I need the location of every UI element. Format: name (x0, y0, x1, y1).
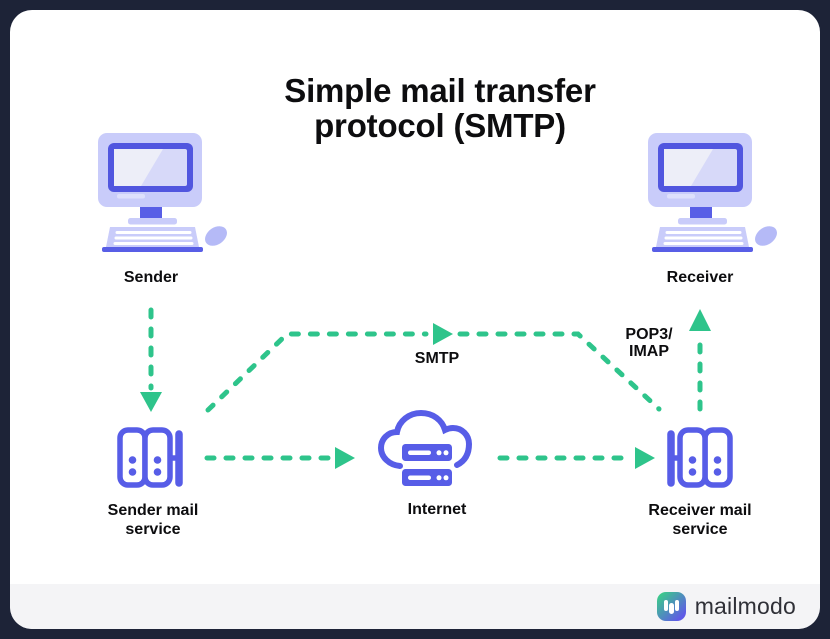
footer-bar: mailmodo (10, 584, 820, 629)
diagram-title: Simple mail transfer protocol (SMTP) (284, 72, 596, 144)
receiver-mail-service-label: Receiver mail service (648, 502, 752, 538)
sender-node (95, 130, 230, 260)
internet-node (377, 409, 473, 497)
internet-cloud-icon (377, 409, 473, 486)
sender-label: Sender (123, 269, 179, 286)
diagram-stage: Simple mail transfer protocol (SMTP) Sen… (10, 10, 820, 629)
arrowhead-right-icon (335, 447, 355, 469)
server-dots (128, 456, 162, 476)
monitor-neck (690, 207, 712, 218)
screen-shine (664, 149, 713, 186)
arrowhead-right-icon (433, 323, 453, 345)
smtp-edge-label: SMTP (414, 350, 460, 367)
cloud-servers (402, 444, 452, 486)
monitor-stand (128, 218, 177, 225)
mouse (755, 226, 777, 246)
diagram-card: Simple mail transfer protocol (SMTP) Sen… (10, 10, 820, 629)
sender-mail-service-node (114, 422, 186, 493)
receiver-mail-service-node (664, 422, 736, 493)
receiver-node (645, 130, 780, 260)
keyboard-base (652, 247, 753, 252)
receiver-label: Receiver (666, 269, 734, 286)
monitor-neck (140, 207, 162, 218)
cloud-outline (377, 409, 473, 469)
mailmodo-logo-icon (656, 592, 686, 621)
mail-server-icon (117, 427, 183, 488)
keyboard-base (102, 247, 203, 252)
arrow-smtp-up (205, 331, 429, 413)
screen-shine (114, 149, 163, 186)
monitor-highlight (117, 194, 145, 199)
mouse (205, 226, 227, 246)
arrowhead-down-icon (140, 392, 162, 412)
server-dots (688, 456, 722, 476)
desktop-computer-icon (98, 133, 227, 252)
sender-mail-service-label: Sender mail service (107, 502, 199, 538)
monitor-stand (678, 218, 727, 225)
pop3-imap-edge-label: POP3/ IMAP (625, 326, 673, 360)
arrowhead-right-icon (635, 447, 655, 469)
monitor-highlight (667, 194, 695, 199)
mail-server-icon (667, 427, 733, 488)
brand-name: mailmodo (694, 593, 796, 619)
internet-label: Internet (407, 501, 467, 518)
desktop-computer-icon (648, 133, 777, 252)
